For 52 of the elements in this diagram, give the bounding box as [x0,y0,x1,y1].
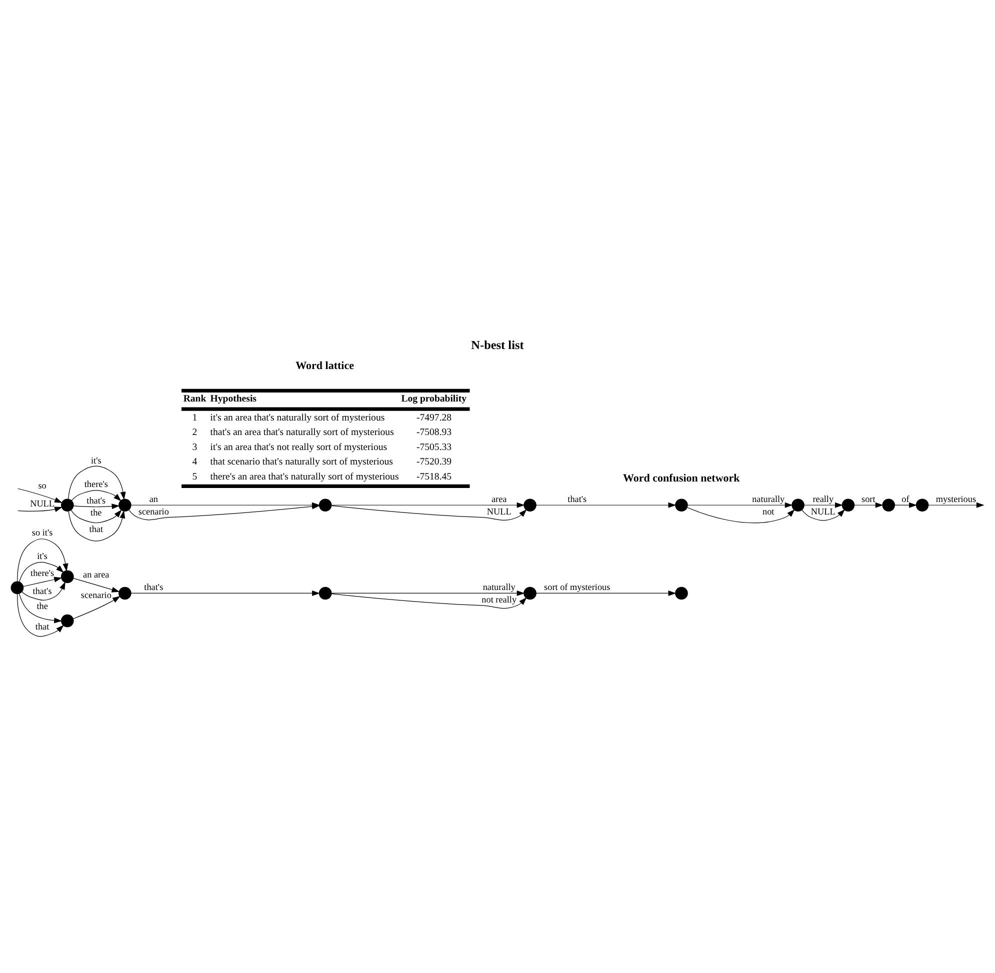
label: that's an area that's naturally sort of mysterious [210,426,394,438]
edge-label: NULL [30,498,55,508]
label: -7497.28 [416,412,452,424]
edge-label: an [149,494,158,504]
label: it's an area that's naturally sort of mysterious [210,412,385,424]
label: -7505.33 [416,441,452,452]
edge-label: NULL [486,506,512,516]
label: 2 [192,426,198,438]
edge-label: sort of mysterious [544,582,610,592]
edge-label: scenario [138,506,169,516]
edge-label: sort [862,494,876,504]
label: that scenario that's naturally sort of mysterious [210,456,393,468]
edge-label: that's [86,494,106,505]
edge-label: naturally [482,582,516,592]
edge-label: so [38,480,46,490]
label: it's an area that's not really sort of mysterious [210,441,388,452]
edge-label: of [902,494,910,504]
label: -7520.39 [416,456,452,468]
edge-label: the [90,507,102,518]
label: -7508.93 [416,426,452,438]
label: -7518.45 [416,470,452,482]
edge-label: scenario [80,590,112,600]
edge-label: not really [482,594,517,604]
label: 1 [192,412,198,424]
edge-label: it's [90,455,102,466]
edge-label: there's [30,568,54,578]
label: 5 [192,470,198,482]
edge-label: that's [144,582,164,592]
edge-label: that's [32,585,52,596]
edge-label: NULL [810,506,836,516]
label: Log probability [401,393,467,404]
edge-label: there's [84,478,108,488]
edge-label: so it's [32,527,53,538]
edge-label: an area [83,568,110,579]
edge-label: really [812,494,834,504]
label: 3 [192,441,198,452]
edge-label: that's [568,494,587,504]
edge-label: not [762,506,774,516]
edge-label: that [35,620,50,631]
label: Word confusion network [623,472,740,484]
diagram-title: N-best list [471,338,524,352]
edge-label: naturally [752,494,785,504]
edge-label: it's [37,550,48,560]
edge-label: that [89,524,104,534]
label: 4 [192,456,198,468]
edge-label: the [36,600,48,611]
label: there's an area that's naturally sort of mysterious [210,470,399,482]
label: Hypothesis [210,393,256,404]
label: Rank [183,393,206,404]
edge-label: mysterious [936,494,976,504]
edge-label: area [491,494,507,504]
label: Word lattice [296,359,354,372]
